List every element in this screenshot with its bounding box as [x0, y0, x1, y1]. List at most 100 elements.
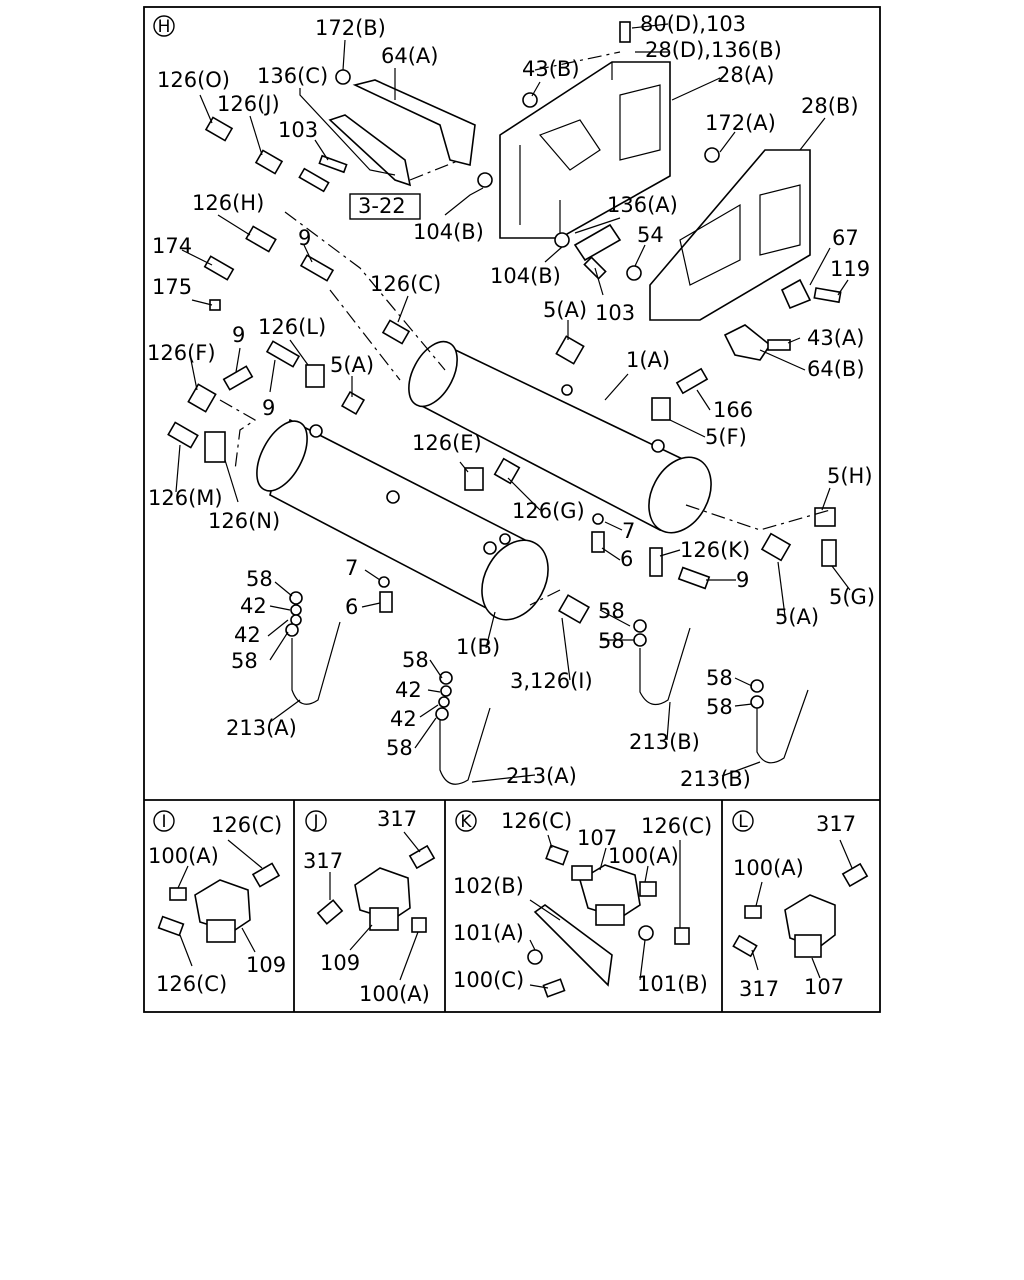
part-label: 126(H): [192, 191, 264, 215]
part-label: 64(A): [381, 44, 438, 68]
part-label: 175: [152, 275, 192, 299]
part-label: 28(A): [717, 63, 774, 87]
valve-assembly-i: [157, 839, 281, 967]
part-label: 119: [830, 257, 870, 281]
part-label: 126(K): [680, 538, 750, 562]
part-label: 103: [278, 118, 318, 142]
part-label: 58: [598, 599, 625, 623]
part-label: 109: [320, 951, 360, 975]
part-label: 54: [637, 223, 664, 247]
part-label: 58: [386, 736, 413, 760]
part-label: 80(D),103: [640, 12, 746, 36]
valve-assembly-l: [732, 839, 869, 979]
bracket-64b: [723, 324, 772, 361]
panel-i-id: I: [161, 812, 166, 832]
part-label: 9: [232, 323, 245, 347]
part-label: 6: [345, 595, 358, 619]
part-label: 107: [577, 826, 617, 850]
part-label: 166: [713, 398, 753, 422]
panel-i-labels: 126(C) 100(A) 109 126(C): [148, 813, 286, 996]
part-label: 5(A): [775, 605, 819, 629]
part-label: 42: [390, 707, 417, 731]
part-label: 58: [706, 695, 733, 719]
part-label: 126(C): [501, 809, 572, 833]
part-label: 126(J): [217, 92, 280, 116]
reference-label: 3-22: [358, 194, 406, 218]
part-label: 109: [246, 953, 286, 977]
part-label: 7: [345, 556, 358, 580]
reference-box: [349, 193, 421, 220]
panel-l-labels: 317 100(A) 317 107: [733, 812, 856, 1001]
part-label: 9: [736, 568, 749, 592]
part-label: 136(C): [257, 64, 328, 88]
part-label: 213(B): [680, 767, 751, 791]
bracket-136a: [573, 223, 622, 262]
part-label: 317: [739, 977, 779, 1001]
part-label: 126(N): [208, 509, 280, 533]
part-label: 58: [402, 648, 429, 672]
part-label: 317: [377, 807, 417, 831]
part-label: 102(B): [453, 874, 524, 898]
part-label: 28(B): [801, 94, 859, 118]
valve-assembly-j: [316, 831, 436, 981]
section-marker-j: J: [305, 810, 327, 832]
part-label: 43(B): [522, 57, 580, 81]
section-marker-main: H: [153, 15, 175, 37]
part-label: 42: [395, 678, 422, 702]
bracket-28a: [499, 61, 671, 239]
part-label: 126(C): [156, 972, 227, 996]
bracket-67: [780, 278, 812, 310]
callout-labels: 172(B) 80(D),103 28(D),136(B) 64(A) 43(B…: [147, 12, 875, 791]
u-bolt-213b: [756, 689, 809, 764]
panel-j-id: J: [312, 812, 318, 832]
part-label: 58: [598, 629, 625, 653]
part-label: 100(A): [608, 844, 679, 868]
panel-l-id: L: [738, 812, 748, 832]
part-label: 67: [832, 226, 859, 250]
part-label: 58: [706, 666, 733, 690]
part-label: 107: [804, 975, 844, 999]
part-label: 58: [246, 567, 273, 591]
part-label: 100(C): [453, 968, 524, 992]
part-label: 9: [298, 226, 311, 250]
part-label: 5(A): [543, 298, 587, 322]
part-label: 213(B): [629, 730, 700, 754]
leader-lines: [175, 23, 851, 783]
part-label: 172(A): [705, 111, 776, 135]
panel-k-id: K: [460, 812, 472, 832]
part-label: 104(B): [490, 264, 561, 288]
part-label: 6: [620, 547, 633, 571]
part-label: 5(A): [330, 353, 374, 377]
panel-k-labels: 126(C) 107 126(C) 100(A) 102(B) 101(A) 1…: [453, 809, 712, 996]
part-label: 100(A): [359, 982, 430, 1006]
part-label: 5(F): [705, 425, 747, 449]
part-label: 174: [152, 234, 192, 258]
section-id: H: [158, 17, 171, 37]
u-bolt-213a: [291, 621, 341, 705]
main-frame: [143, 6, 881, 1013]
bracket-28b: [649, 149, 811, 321]
section-marker-k: K: [455, 810, 477, 832]
part-label: 42: [234, 623, 261, 647]
center-lines: [219, 51, 831, 606]
part-label: 126(E): [412, 431, 482, 455]
part-label: 5(H): [827, 464, 873, 488]
part-label: 126(L): [258, 315, 326, 339]
part-label: 317: [816, 812, 856, 836]
part-label: 213(A): [226, 716, 297, 740]
part-label: 126(F): [147, 341, 216, 365]
part-label: 126(C): [211, 813, 282, 837]
bracket-136c: [328, 114, 412, 187]
part-label: 126(O): [157, 68, 230, 92]
section-marker-i: I: [153, 810, 175, 832]
part-label: 43(A): [807, 326, 864, 350]
part-label: 28(D),136(B): [645, 38, 782, 62]
part-label: 1(A): [626, 348, 670, 372]
part-label: 100(A): [148, 844, 219, 868]
part-label: 213(A): [506, 764, 577, 788]
part-label: 317: [303, 849, 343, 873]
part-label: 126(C): [641, 814, 712, 838]
air-tank-1b: [256, 418, 549, 621]
part-label: 42: [240, 594, 267, 618]
fittings: [167, 21, 842, 721]
